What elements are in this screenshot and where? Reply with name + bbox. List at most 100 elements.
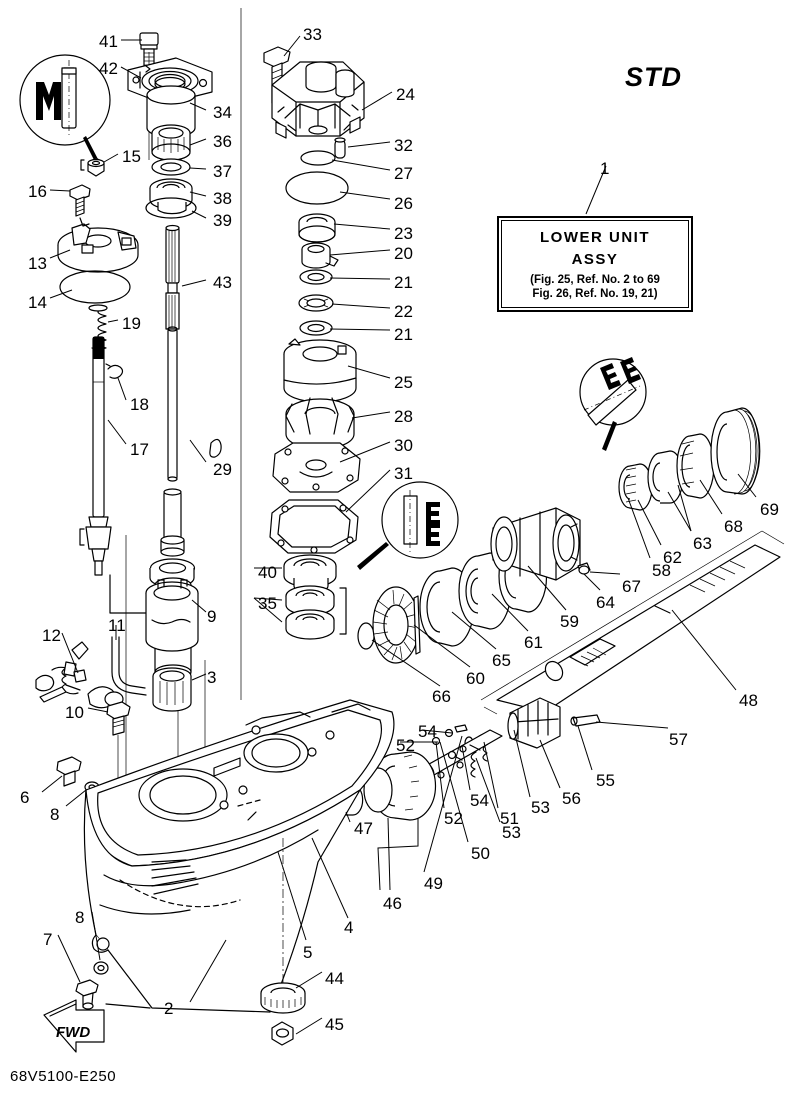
part-26-oring [285,171,349,205]
callout-58: 58 [652,561,671,580]
callout-6: 6 [20,788,30,807]
part-20-insert [301,242,339,269]
callout-60: 60 [466,669,485,688]
callout-2: 2 [164,999,174,1018]
callout-34: 34 [213,103,232,122]
callout-45: 45 [325,1015,344,1034]
callout-1: 1 [600,159,610,178]
part-17-shift-rod [79,336,112,576]
part-13-shift-bracket [57,217,139,273]
callout-10: 10 [65,703,84,722]
callout-25: 25 [394,373,413,392]
part-10-bolt [106,701,131,790]
part-43-drive-shaft [165,224,180,482]
callout-43: 43 [213,273,232,292]
part-66-shim [357,622,375,650]
callout-38: 38 [213,189,232,208]
callout-52: 52 [396,736,415,755]
callout-67: 67 [622,577,641,596]
part-39-oring [145,197,197,219]
part-27-oring [300,150,336,166]
part-37-washer [151,158,191,176]
callout-36: 36 [213,132,232,151]
fwd-direction-arrow [43,999,105,1053]
part-21-washer-upper [299,269,333,285]
callout-21: 21 [394,325,413,344]
part-25-pump-insert [283,338,357,403]
callout-13: 13 [28,254,47,273]
callout-54: 54 [470,791,489,810]
callout-21: 21 [394,273,413,292]
part-31-gasket [269,499,359,554]
part-67-pin [578,565,590,575]
part-21-washer-lower [299,320,333,336]
callout-33: 33 [303,25,322,44]
callout-54: 54 [418,722,437,741]
part-49-shift-rod-pin [454,724,468,733]
part-12-spring-clip [35,641,89,703]
lower-unit-assy-box: LOWER UNIT ASSY (Fig. 25, Ref. No. 2 to … [497,216,693,312]
part-3-needle-bearing [152,667,192,712]
callout-37: 37 [213,162,232,181]
callout-14: 14 [28,293,47,312]
assy-box-line4: Fig. 26, Ref. No. 19, 21) [532,288,658,300]
part-6-bolt [56,756,82,787]
part-45-cotter-nut [271,1021,294,1046]
part-35-bearings [285,585,347,640]
callout-56: 56 [562,789,581,808]
callout-23: 23 [394,224,413,243]
callout-3: 3 [207,668,217,687]
part-63-bearing-race [647,450,684,504]
callout-17: 17 [130,440,149,459]
callout-61: 61 [524,633,543,652]
callout-5: 5 [303,943,313,962]
part-15-nut [80,157,105,177]
callout-68: 68 [724,517,743,536]
callout-18: 18 [130,395,149,414]
callout-24: 24 [396,85,415,104]
callout-16: 16 [28,182,47,201]
callout-35: 35 [258,594,277,613]
callout-42: 42 [99,59,118,78]
callout-46: 46 [383,894,402,913]
callout-50: 50 [471,844,490,863]
part-16-bolt [69,184,91,217]
part-18-clip [105,363,124,379]
grease-detail-circle [19,54,111,166]
callout-15: 15 [122,147,141,166]
part-7-anode-screw [75,979,99,1010]
callout-53: 53 [502,823,521,842]
part-69-bearing-housing [710,407,761,495]
callout-44: 44 [325,969,344,988]
callout-22: 22 [394,302,413,321]
callout-69: 69 [760,500,779,519]
callout-8: 8 [75,908,85,927]
part-55-cross-pin [570,714,601,727]
callout-57: 57 [669,730,688,749]
assy-box-line2: ASSY [571,250,619,268]
lock-detail-circle-center [357,481,459,570]
callout-52: 52 [444,809,463,828]
callout-41: 41 [99,32,118,51]
callout-8: 8 [50,805,60,824]
part-9-sleeve [145,579,199,652]
part-23-seal [298,213,336,243]
page-title: STD [625,62,682,92]
part-34-bearing-housing [127,57,213,138]
assy-box-line3: (Fig. 25, Ref. No. 2 to 69 [530,273,660,286]
drawing-number: 68V5100-E250 [10,1068,117,1085]
part-46-gear [363,751,437,821]
callout-7: 7 [43,930,53,949]
part-2-gearcase-housing [83,699,395,1013]
callout-47: 47 [354,819,373,838]
callout-66: 66 [432,687,451,706]
callout-53: 53 [531,798,550,817]
part-28-impeller [285,397,355,450]
callout-39: 39 [213,211,232,230]
callout-51: 51 [500,809,519,828]
lock-detail-circle-right [579,357,647,451]
callout-20: 20 [394,244,413,263]
callout-59: 59 [560,612,579,631]
callout-28: 28 [394,407,413,426]
